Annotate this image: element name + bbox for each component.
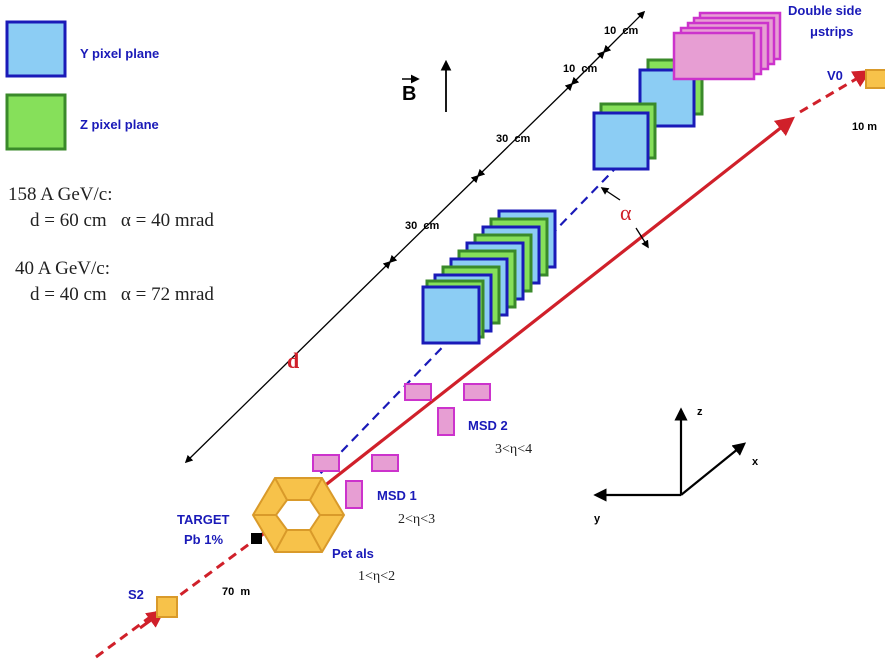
dim-line-30b <box>476 82 574 178</box>
petals-eta: 1<η<2 <box>358 569 395 584</box>
dist-label-d: d <box>287 348 299 373</box>
y-plane-legend-swatch <box>5 20 67 78</box>
dist-label-10b: 10 cm <box>563 63 597 75</box>
double-side-label-1: Double side <box>788 3 862 18</box>
beam-main <box>257 116 796 540</box>
axis-x-label: x <box>752 456 759 468</box>
dim-line-d <box>184 260 392 464</box>
alpha-arrow-upper <box>600 187 621 201</box>
coordinate-axes <box>593 407 747 502</box>
target-label-1: TARGET <box>177 512 230 527</box>
double-side-label-2: μstrips <box>810 24 853 39</box>
msd2-eta: 3<η<4 <box>495 442 532 457</box>
s2-counter <box>156 596 178 618</box>
msd2-label: MSD 2 <box>468 418 508 433</box>
dim-line-10a <box>570 50 606 86</box>
dim-line-30a <box>388 174 480 264</box>
dist-label-70: 70 m <box>222 586 250 598</box>
z-plane-legend-swatch <box>5 93 67 151</box>
msd1-eta: 2<η<3 <box>398 512 435 527</box>
axis-z-label: z <box>697 406 703 418</box>
target-marker <box>251 533 262 544</box>
v0-label: V0 <box>827 68 843 83</box>
dist-label-30a: 30 cm <box>496 133 530 145</box>
energy-158-title: 158 A GeV/c: <box>8 184 113 205</box>
v0-counter <box>865 69 885 89</box>
energy-40-values: d = 40 cm α = 72 mrad <box>30 284 214 305</box>
beam-incoming <box>95 537 257 659</box>
s2-label: S2 <box>128 587 144 602</box>
target-label-2: Pb 1% <box>184 532 223 547</box>
b-field-label: B <box>402 83 416 105</box>
msd1-label: MSD 1 <box>377 488 417 503</box>
petals-hexagon <box>251 477 346 553</box>
alpha-arrow-lower <box>635 227 649 249</box>
y-plane-legend-label: Y pixel plane <box>80 46 159 61</box>
telescope-stack-lower <box>421 209 557 345</box>
energy-40-title: 40 A GeV/c: <box>15 258 110 279</box>
dist-label-10a: 10 cm <box>604 25 638 37</box>
v0-distance: 10 m <box>852 121 877 133</box>
z-plane-legend-label: Z pixel plane <box>80 117 159 132</box>
msd1-strips <box>312 454 399 509</box>
energy-158-values: d = 60 cm α = 40 mrad <box>30 210 214 231</box>
dim-line-10b <box>602 10 646 54</box>
dist-label-30b: 30 cm <box>405 220 439 232</box>
msd2-strips <box>404 383 491 436</box>
beam-outgoing <box>799 70 872 114</box>
alpha-label: α <box>620 200 632 225</box>
axis-y-label: y <box>594 513 601 525</box>
double-side-strips <box>672 11 782 81</box>
petals-label: Pet als <box>332 546 374 561</box>
